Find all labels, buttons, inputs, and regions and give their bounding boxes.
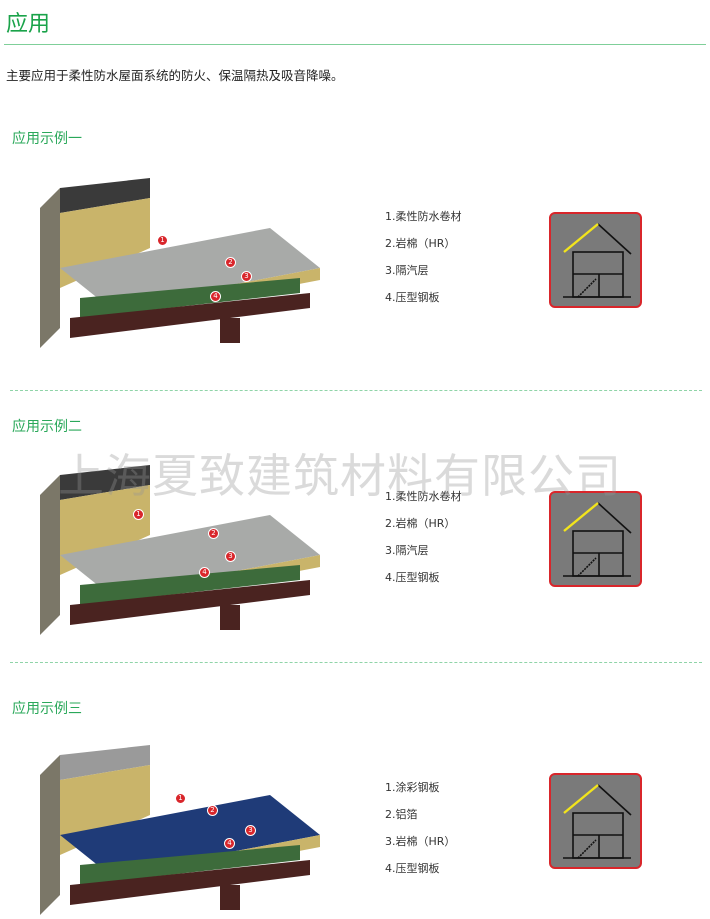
section-divider [10, 662, 702, 663]
layer-marker: 4 [224, 838, 235, 849]
layer-marker: 1 [175, 793, 186, 804]
section-title: 应用示例一 [12, 131, 82, 147]
layer-item: 2.铝箔 [385, 808, 418, 821]
layer-marker: 3 [225, 551, 236, 562]
roof-illustration [30, 455, 330, 639]
section-divider [10, 390, 702, 391]
page-title: 应用 [6, 12, 51, 37]
house-roof-icon [549, 212, 642, 308]
section-title: 应用示例三 [12, 701, 82, 717]
layer-marker: 1 [133, 509, 144, 520]
layer-item: 1.涂彩钢板 [385, 781, 440, 794]
layer-marker: 3 [241, 271, 252, 282]
layer-item: 3.隔汽层 [385, 264, 429, 277]
layer-item: 3.岩棉（HR） [385, 835, 456, 848]
layer-list: 1.涂彩钢板 2.铝箔 3.岩棉（HR） 4.压型钢板 [385, 781, 455, 889]
layer-marker: 4 [199, 567, 210, 578]
intro-text: 主要应用于柔性防水屋面系统的防火、保温隔热及吸音降噪。 [6, 68, 344, 83]
layer-marker: 2 [207, 805, 218, 816]
layer-item: 4.压型钢板 [385, 571, 440, 584]
roof-illustration [30, 735, 330, 919]
watermark: 上海夏致建筑材料有限公司 [58, 449, 622, 503]
layer-marker: 4 [210, 291, 221, 302]
layer-item: 3.隔汽层 [385, 544, 429, 557]
layer-marker: 2 [208, 528, 219, 539]
layer-item: 2.岩棉（HR） [385, 237, 456, 250]
roof-illustration [30, 168, 330, 352]
layer-marker: 1 [157, 235, 168, 246]
title-divider [4, 44, 706, 45]
section-title: 应用示例二 [12, 419, 82, 435]
layer-list: 1.柔性防水卷材 2.岩棉（HR） 3.隔汽层 4.压型钢板 [385, 210, 462, 318]
layer-item: 1.柔性防水卷材 [385, 490, 462, 503]
layer-marker: 2 [225, 257, 236, 268]
layer-marker: 3 [245, 825, 256, 836]
layer-item: 4.压型钢板 [385, 862, 440, 875]
layer-item: 1.柔性防水卷材 [385, 210, 462, 223]
house-roof-icon [549, 491, 642, 587]
layer-list: 1.柔性防水卷材 2.岩棉（HR） 3.隔汽层 4.压型钢板 [385, 490, 462, 598]
layer-item: 4.压型钢板 [385, 291, 440, 304]
house-roof-icon [549, 773, 642, 869]
layer-item: 2.岩棉（HR） [385, 517, 456, 530]
